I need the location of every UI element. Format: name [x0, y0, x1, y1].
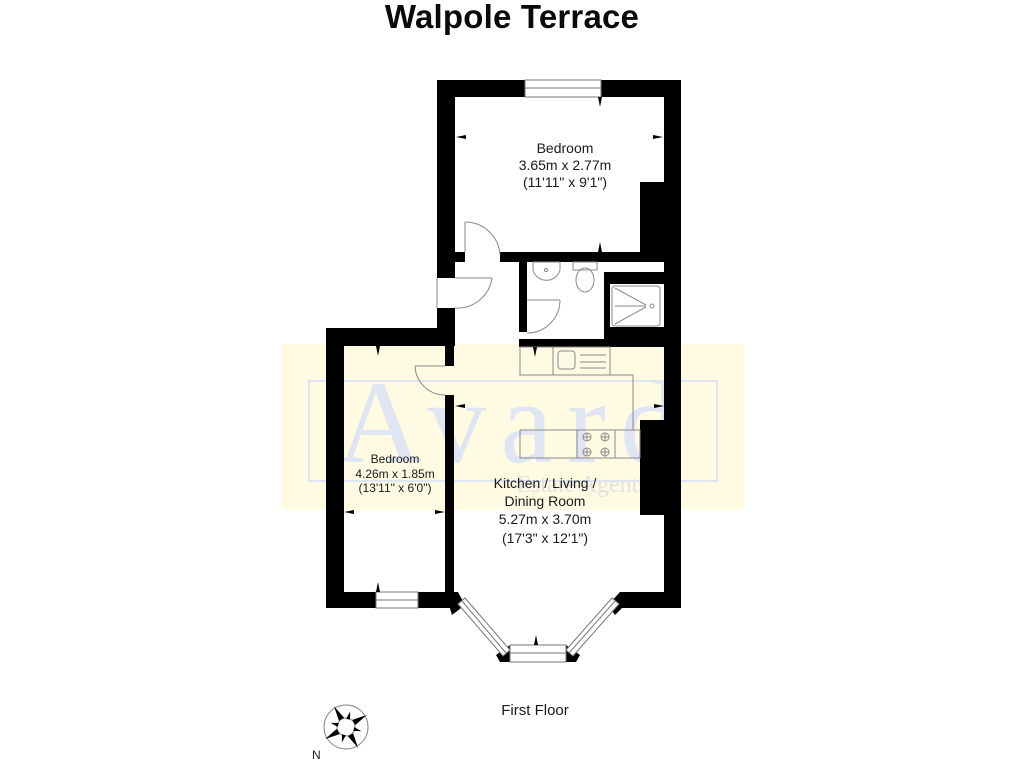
doors: [414, 221, 561, 396]
washbasin-icon: [532, 261, 561, 281]
room-metric: 3.65m x 2.77m: [518, 157, 612, 174]
toilet-icon: [572, 261, 598, 271]
dimension-arrows: [344, 97, 664, 645]
room-metric: 5.27m x 3.70m: [498, 511, 592, 528]
svg-text:Avard: Avard: [337, 357, 693, 488]
room-imperial: (17'3" x 12'1"): [501, 529, 589, 546]
room-name-line2: Dining Room: [504, 493, 586, 510]
room-imperial: (13'11" x 6'0"): [358, 481, 432, 496]
room-name-line1: Kitchen / Living /: [493, 475, 597, 491]
fixtures: [519, 261, 661, 459]
floor-label: First Floor: [501, 702, 569, 719]
room-label-bedroom-1: Bedroom 3.65m x 2.77m (11'11" x 9'1"): [470, 140, 660, 191]
room-metric: 4.26m x 1.85m: [355, 466, 435, 481]
hob-icon: [576, 429, 616, 459]
walls: [326, 80, 681, 662]
room-label-bedroom-2: Bedroom 4.26m x 1.85m (13'11" x 6'0"): [340, 452, 450, 496]
hob-burners: [582, 432, 610, 457]
windows: [375, 79, 620, 663]
kitchen-sink-icon: [557, 350, 576, 370]
room-imperial: (11'11" x 9'1"): [522, 174, 608, 191]
room-name: Bedroom: [536, 140, 594, 156]
north-label: N: [312, 748, 321, 762]
page-title: Walpole Terrace: [384, 0, 640, 35]
svg-text:Estate Agents: Estate Agents: [516, 472, 647, 498]
shower-tray-icon: [611, 285, 661, 327]
room-name: Bedroom: [370, 452, 420, 466]
compass-rose-icon: [323, 704, 369, 750]
room-label-kitchen-living-dining: Kitchen / Living / Dining Room 5.27m x 3…: [460, 474, 630, 547]
